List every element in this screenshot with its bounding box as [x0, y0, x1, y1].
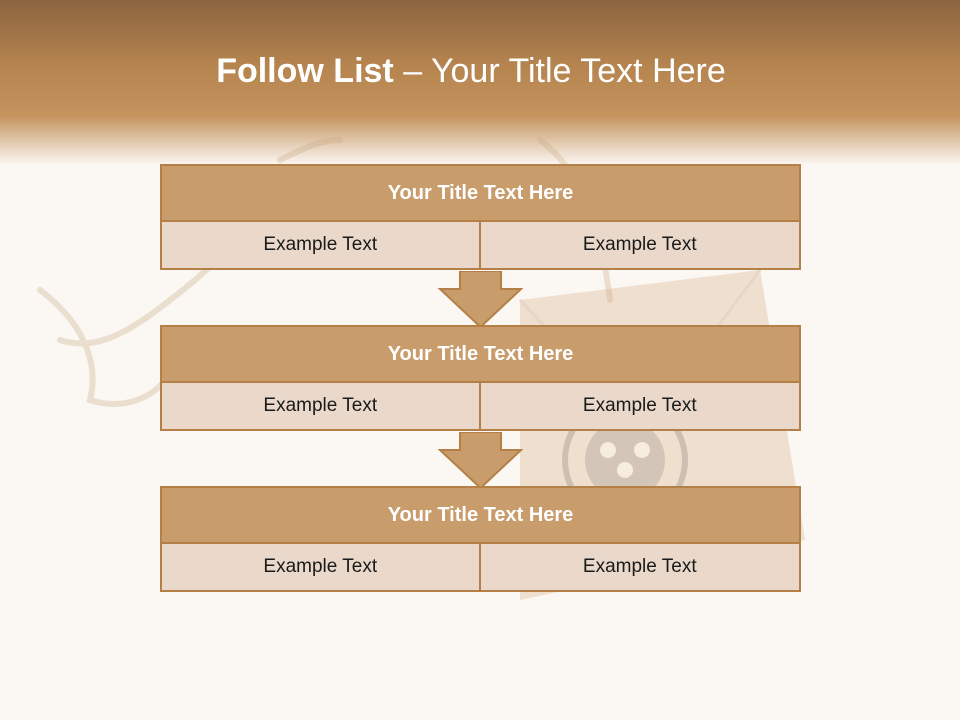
block-cell-left: Example Text	[160, 383, 481, 431]
slide-title-rest: – Your Title Text Here	[403, 52, 726, 90]
block-cell-left: Example Text	[160, 222, 481, 270]
block-title: Your Title Text Here	[160, 325, 801, 383]
block-cell-right: Example Text	[480, 544, 801, 592]
header-band	[0, 0, 960, 165]
block-cell-right: Example Text	[480, 222, 801, 270]
arrow-down-icon	[438, 271, 523, 329]
block-title: Your Title Text Here	[160, 486, 801, 544]
follow-block-1: Your Title Text Here Example Text Exampl…	[160, 164, 801, 270]
block-row: Example Text Example Text	[160, 222, 801, 270]
slide-title-bold: Follow List	[216, 52, 394, 90]
block-row: Example Text Example Text	[160, 383, 801, 431]
slide-title: Follow List – Your Title Text Here	[0, 52, 942, 91]
follow-block-2: Your Title Text Here Example Text Exampl…	[160, 325, 801, 431]
block-cell-left: Example Text	[160, 544, 481, 592]
block-cell-right: Example Text	[480, 383, 801, 431]
follow-block-3: Your Title Text Here Example Text Exampl…	[160, 486, 801, 592]
block-title: Your Title Text Here	[160, 164, 801, 222]
block-row: Example Text Example Text	[160, 544, 801, 592]
arrow-down-icon	[438, 432, 523, 490]
